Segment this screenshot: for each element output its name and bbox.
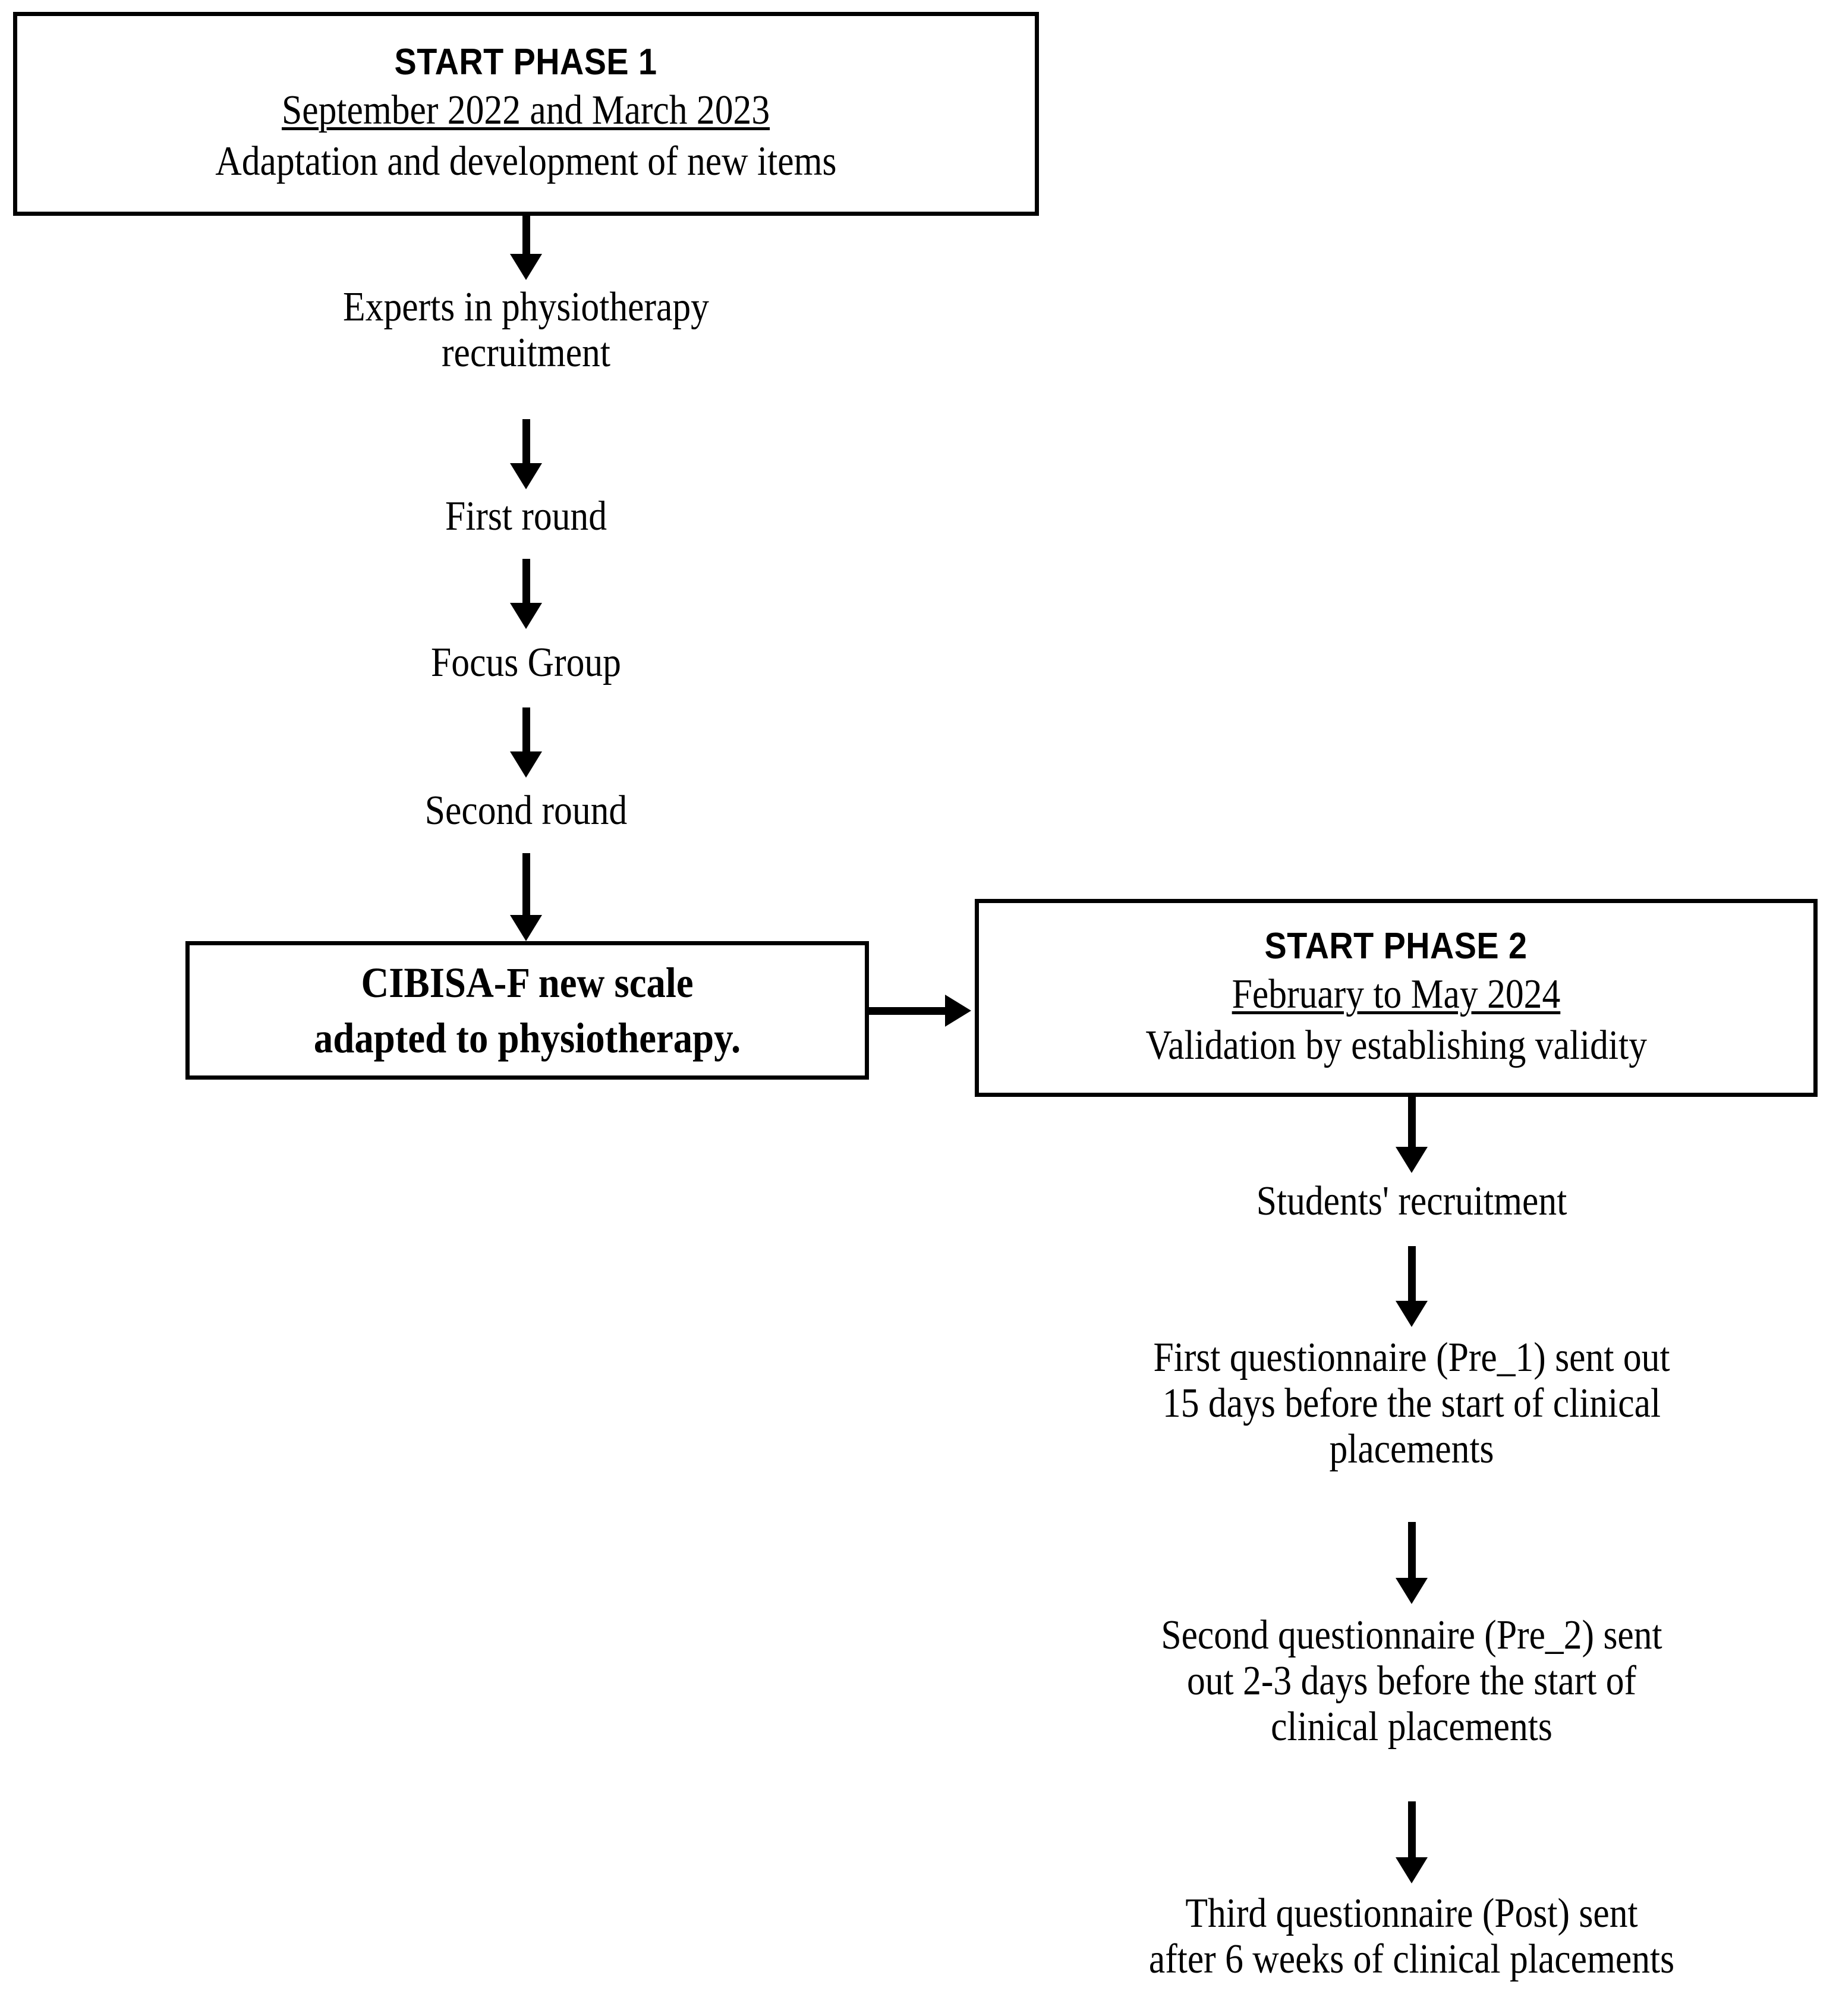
phase2-description: Validation by establishing validity xyxy=(1145,1023,1647,1069)
arrow-head xyxy=(510,603,542,629)
arrow-result-to-phase2 xyxy=(869,995,971,1027)
arrow-head xyxy=(510,915,542,941)
arrow-shaft xyxy=(1407,1246,1416,1301)
arrow-head xyxy=(945,995,971,1027)
phase1-step-second-round: Second round xyxy=(264,788,788,834)
step-line-3: clinical placements xyxy=(1271,1704,1552,1750)
step-line-1: Third questionnaire (Post) sent xyxy=(1185,1891,1638,1936)
step-line-2: 15 days before the start of clinical xyxy=(1162,1380,1661,1426)
arrow-head xyxy=(1396,1301,1428,1327)
phase1-title: START PHASE 1 xyxy=(395,42,657,83)
step-line-1: Students' recruitment xyxy=(1256,1178,1567,1224)
phase1-description: Adaptation and development of new items xyxy=(215,139,837,185)
arrow-phase2-to-students xyxy=(1396,1097,1428,1173)
arrow-first-to-second-questionnaire xyxy=(1396,1522,1428,1604)
result-line-2: adapted to physiotherapy. xyxy=(313,1014,741,1062)
arrow-shaft xyxy=(522,559,530,603)
arrow-shaft xyxy=(522,216,530,254)
arrow-experts-to-first-round xyxy=(510,419,542,489)
arrow-shaft xyxy=(522,853,530,915)
arrow-head xyxy=(1396,1147,1428,1173)
phase2-step-first-questionnaire: First questionnaire (Pre_1) sent out 15 … xyxy=(1038,1335,1785,1472)
step-line-3: placements xyxy=(1329,1426,1494,1472)
arrow-first-round-to-focus-group xyxy=(510,559,542,629)
arrow-head xyxy=(510,463,542,489)
phase1-step-experts-recruitment: Experts in physiotherapy recruitment xyxy=(264,284,788,376)
result-line-1: CIBISA-F new scale xyxy=(361,959,694,1007)
cibisa-f-result-box: CIBISA-F new scale adapted to physiother… xyxy=(185,941,869,1080)
arrow-shaft xyxy=(522,419,530,463)
arrow-shaft xyxy=(1407,1801,1416,1857)
arrow-head xyxy=(1396,1578,1428,1604)
step-line-1: First round xyxy=(445,493,607,539)
arrow-shaft xyxy=(869,1007,947,1015)
phase2-title: START PHASE 2 xyxy=(1265,926,1528,967)
phase2-date: February to May 2024 xyxy=(1232,971,1561,1017)
step-line-1: Experts in physiotherapy xyxy=(343,284,709,330)
arrow-shaft xyxy=(1407,1097,1416,1147)
step-line-2: after 6 weeks of clinical placements xyxy=(1148,1936,1675,1982)
arrow-shaft xyxy=(1407,1522,1416,1578)
phase2-step-third-questionnaire: Third questionnaire (Post) sent after 6 … xyxy=(1038,1891,1785,1982)
step-line-2: recruitment xyxy=(442,330,610,376)
phase1-step-first-round: First round xyxy=(264,493,788,539)
arrow-second-to-third-questionnaire xyxy=(1396,1801,1428,1883)
step-line-1: First questionnaire (Pre_1) sent out xyxy=(1153,1335,1670,1380)
phase2-header-box: START PHASE 2 February to May 2024 Valid… xyxy=(975,899,1818,1097)
step-line-1: Second questionnaire (Pre_2) sent xyxy=(1161,1612,1662,1658)
arrow-students-to-first-questionnaire xyxy=(1396,1246,1428,1327)
phase2-step-students-recruitment: Students' recruitment xyxy=(1038,1178,1785,1224)
phase1-date: September 2022 and March 2023 xyxy=(282,87,770,133)
step-line-1: Second round xyxy=(424,788,628,834)
phase1-header-box: START PHASE 1 September 2022 and March 2… xyxy=(13,12,1039,216)
arrow-focus-group-to-second-round xyxy=(510,707,542,778)
arrow-head xyxy=(510,751,542,778)
arrow-second-round-to-result xyxy=(510,853,542,941)
arrow-phase1-to-experts xyxy=(510,216,542,280)
arrow-shaft xyxy=(522,707,530,751)
phase2-step-second-questionnaire: Second questionnaire (Pre_2) sent out 2-… xyxy=(1038,1612,1785,1750)
arrow-head xyxy=(1396,1857,1428,1883)
arrow-head xyxy=(510,254,542,280)
cibisa-f-result-text: CIBISA-F new scale adapted to physiother… xyxy=(314,955,741,1065)
step-line-1: Focus Group xyxy=(431,640,621,685)
step-line-2: out 2-3 days before the start of xyxy=(1186,1658,1637,1704)
phase1-step-focus-group: Focus Group xyxy=(264,640,788,685)
